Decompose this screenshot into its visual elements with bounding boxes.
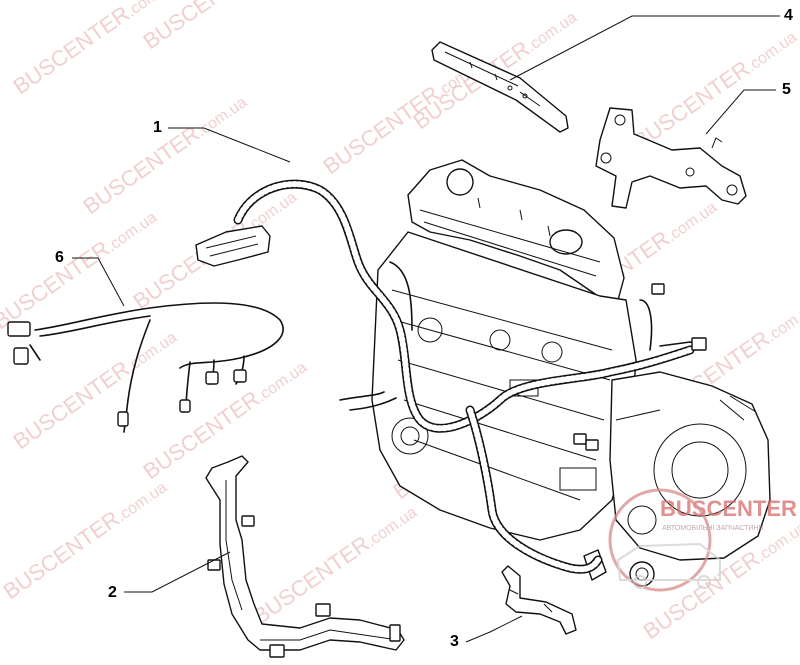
part-1-engine-harness[interactable] [195, 179, 707, 574]
svg-text:BUSCENTER.com.ua: BUSCENTER.com.ua [79, 88, 251, 219]
part-4-rail-bracket[interactable] [431, 41, 569, 133]
part-6-harness[interactable] [7, 302, 284, 433]
callout-3: 3 [450, 633, 459, 650]
svg-text:BUSCENTER.com.ua: BUSCENTER.com.ua [139, 0, 311, 54]
callout-2: 2 [108, 584, 117, 601]
callout-5: 5 [782, 81, 791, 98]
part-2-pipe-bracket[interactable] [205, 455, 405, 658]
svg-text:BUSCENTER.com.ua: BUSCENTER.com.ua [9, 323, 181, 454]
engine-assembly [371, 159, 771, 587]
buscenter-logo: BUSCENTER АВТОМОБІЛЬНІ ЗАПЧАСТИНИ [608, 488, 797, 592]
svg-text:BUSCENTER.com.ua: BUSCENTER.com.ua [629, 23, 800, 154]
callout-1: 1 [153, 119, 162, 136]
logo-wordmark: BUSCENTER [660, 496, 797, 521]
callout-6: 6 [55, 249, 64, 266]
part-3-plate-bracket[interactable] [501, 565, 577, 635]
callout-leaders [72, 15, 780, 643]
part-5-mount-bracket[interactable] [595, 107, 747, 209]
svg-text:BUSCENTER.com.ua: BUSCENTER.com.ua [0, 203, 161, 334]
svg-text:BUSCENTER.com.ua: BUSCENTER.com.ua [249, 498, 421, 629]
callout-4: 4 [784, 7, 793, 24]
callout-labels: 1 2 3 4 5 6 [55, 7, 793, 650]
svg-text:BUSCENTER.com.ua: BUSCENTER.com.ua [0, 473, 171, 604]
logo-tagline: АВТОМОБІЛЬНІ ЗАПЧАСТИНИ [662, 525, 763, 532]
